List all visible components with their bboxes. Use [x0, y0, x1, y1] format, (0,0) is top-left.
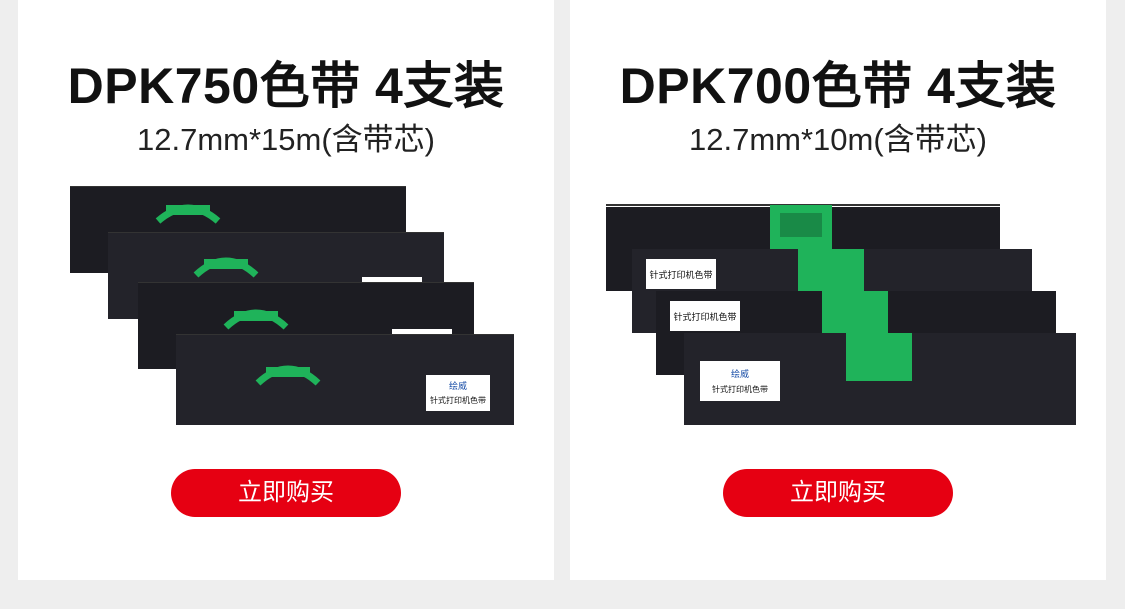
product-title: DPK700色带 4支装 [619, 58, 1057, 114]
cartridge-label: 针式打印机色带 [649, 269, 712, 280]
cartridge-label: 针式打印机色带 [673, 311, 736, 322]
cartridge-brand: 绘威 [731, 368, 749, 379]
product-spec: 12.7mm*10m(含带芯) [689, 122, 987, 157]
product-spec: 12.7mm*15m(含带芯) [137, 122, 435, 157]
ribbon-cartridge: 绘威 针式打印机色带 [684, 333, 1076, 425]
cartridge-label: 针式打印机色带 [712, 384, 768, 394]
ribbon-cartridge: 绘威 针式打印机色带 [176, 334, 514, 425]
buy-now-button[interactable]: 立即购买 [723, 469, 953, 517]
product-card-dpk700[interactable]: DPK700色带 4支装 12.7mm*10m(含带芯) 针式打印机色带 针式打… [570, 0, 1106, 580]
product-title: DPK750色带 4支装 [67, 58, 505, 114]
product-image[interactable]: 针式打印机色带 针式打印机色带 绘威 针式打印机色带 [48, 175, 524, 445]
product-card-dpk750[interactable]: DPK750色带 4支装 12.7mm*15m(含带芯) 针式打印机色带 针式打… [18, 0, 554, 580]
product-image[interactable]: 针式打印机色带 针式打印机色带 绘威 针式打印机色带 [600, 175, 1076, 445]
buy-now-button[interactable]: 立即购买 [171, 469, 401, 517]
cartridge-brand: 绘威 [449, 380, 467, 391]
cartridge-label: 针式打印机色带 [430, 395, 486, 405]
